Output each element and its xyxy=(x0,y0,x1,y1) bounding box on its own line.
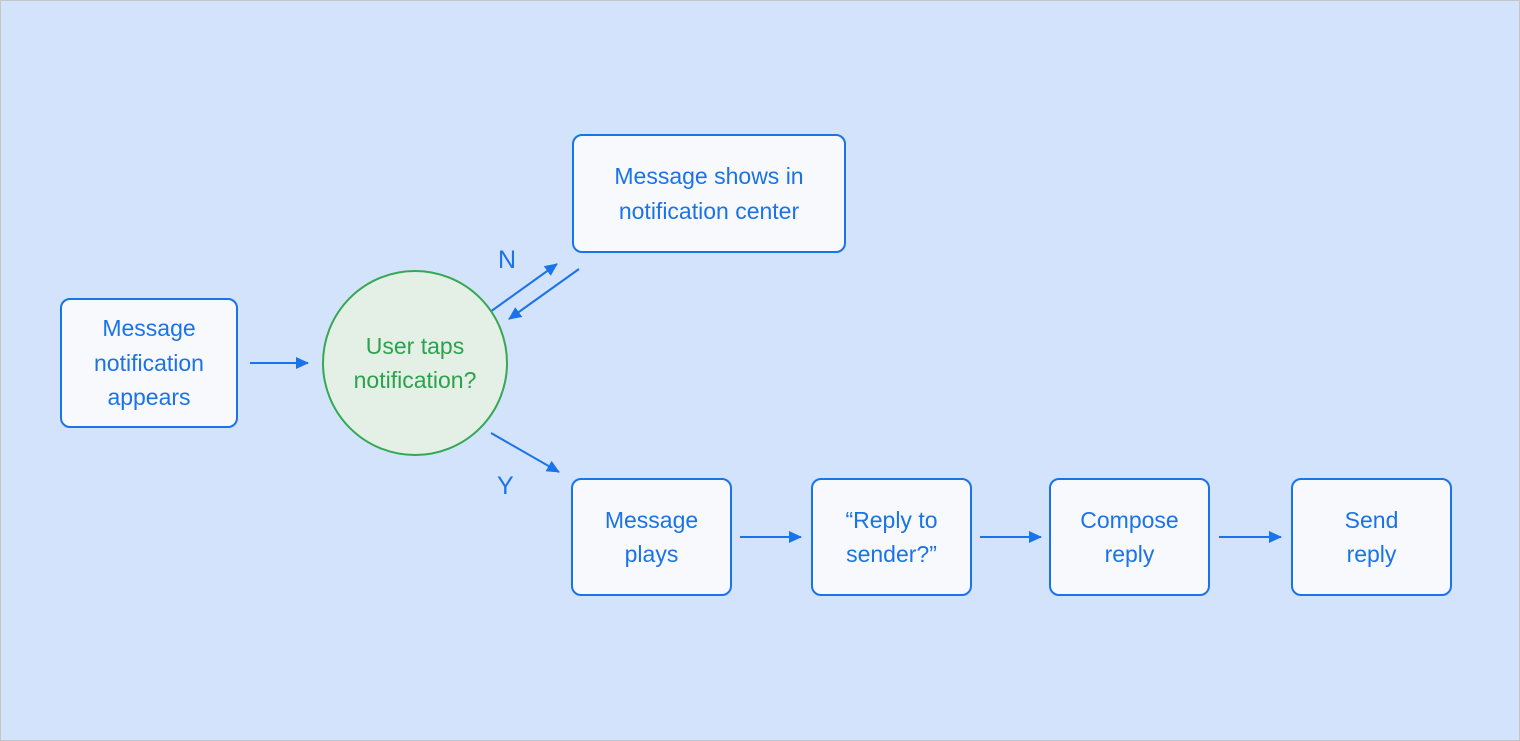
node-send-reply[interactable]: Send reply xyxy=(1291,478,1452,596)
node-message-notification-appears[interactable]: Message notification appears xyxy=(60,298,238,428)
node-message-shows-in-notification-center[interactable]: Message shows in notification center xyxy=(572,134,846,253)
node-reply-to-sender[interactable]: “Reply to sender?” xyxy=(811,478,972,596)
node-label: “Reply to sender?” xyxy=(845,506,938,568)
node-label: Send reply xyxy=(1344,506,1399,568)
arrow-notification-center-to-decision[interactable] xyxy=(508,268,580,320)
edge-label-yes[interactable]: Y xyxy=(497,472,514,500)
arrow-decision-to-notification-center[interactable] xyxy=(489,263,558,313)
node-label: Message plays xyxy=(604,506,699,568)
node-user-taps-notification-decision[interactable]: User taps notification? xyxy=(322,270,508,456)
node-label: Message shows in notification center xyxy=(614,163,804,224)
arrow-decision-to-message-plays[interactable] xyxy=(490,432,560,473)
node-label: User taps notification? xyxy=(353,332,477,394)
node-compose-reply[interactable]: Compose reply xyxy=(1049,478,1210,596)
node-label: Compose reply xyxy=(1080,506,1179,568)
edge-label-no[interactable]: N xyxy=(498,246,517,274)
node-label: Message notification appears xyxy=(94,315,204,411)
node-message-plays[interactable]: Message plays xyxy=(571,478,732,596)
